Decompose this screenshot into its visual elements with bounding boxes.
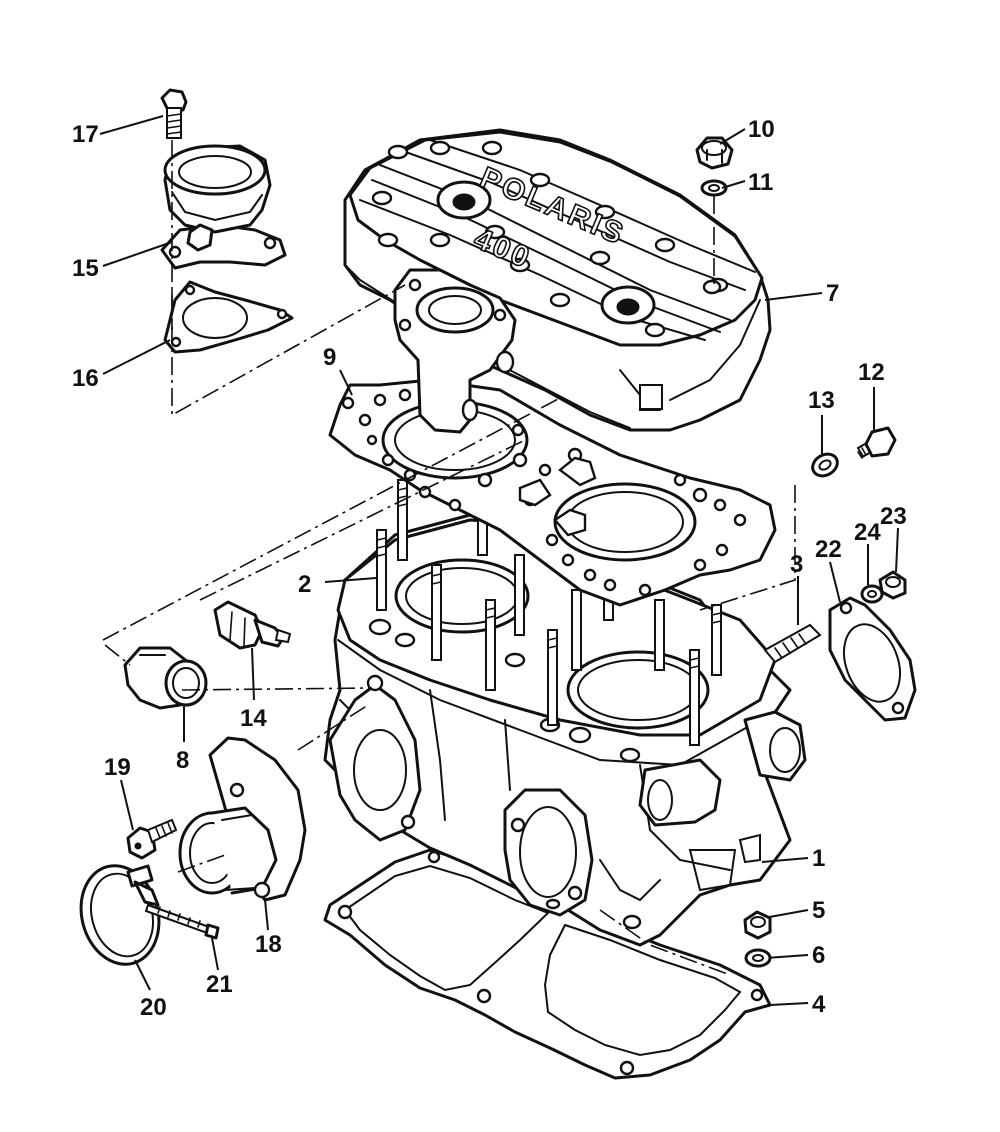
callout-22: 22 [815,536,842,563]
side-bolt [856,426,897,459]
callout-2: 2 [298,571,311,598]
callout-18: 18 [255,931,282,958]
clamp-screw [144,903,220,940]
callout-16: 16 [72,365,99,392]
callout-9: 9 [323,344,336,371]
callout-14: 14 [240,705,267,732]
assembly-center-lines [102,140,796,976]
callout-5: 5 [812,897,825,924]
callout-24: 24 [854,519,881,546]
callout-6: 6 [812,942,825,969]
callout-15: 15 [72,255,99,282]
callout-labels: 17 15 16 9 10 11 7 12 13 2 3 22 24 23 8 … [72,116,907,1021]
head-washer [700,179,728,197]
callout-23: 23 [880,503,907,530]
callout-12: 12 [858,359,885,386]
leader-lines [99,115,899,1006]
callout-11: 11 [748,169,773,196]
callout-4: 4 [812,991,826,1018]
base-nut [743,910,772,940]
exhaust-washer [860,584,884,604]
thermostat [123,646,208,710]
callout-20: 20 [140,994,167,1021]
hose-clamp [79,864,161,966]
exhaust-stud [763,623,822,664]
exhaust-nut [878,570,907,600]
callout-1: 1 [812,845,825,872]
cylinder-head: POLARIS 400 [343,128,772,432]
callout-17: 17 [72,121,99,148]
side-washer [811,452,839,478]
intake-adapter [178,736,307,902]
callout-19: 19 [104,754,131,781]
callout-7: 7 [826,280,839,307]
callout-10: 10 [748,116,775,143]
thermostat-mount-block [393,268,517,434]
callout-3: 3 [790,551,803,578]
head-nut [695,136,734,170]
housing-bolt [160,88,188,139]
adapter-screw [126,818,178,860]
callout-21: 21 [206,971,233,998]
callout-8: 8 [176,747,189,774]
temperature-sensor [213,600,292,650]
thermostat-housing [160,144,287,270]
exhaust-gasket [828,596,917,722]
base-washer [744,948,772,968]
housing-gasket [163,280,294,354]
callout-13: 13 [808,387,835,414]
cylinder-block [323,513,807,947]
